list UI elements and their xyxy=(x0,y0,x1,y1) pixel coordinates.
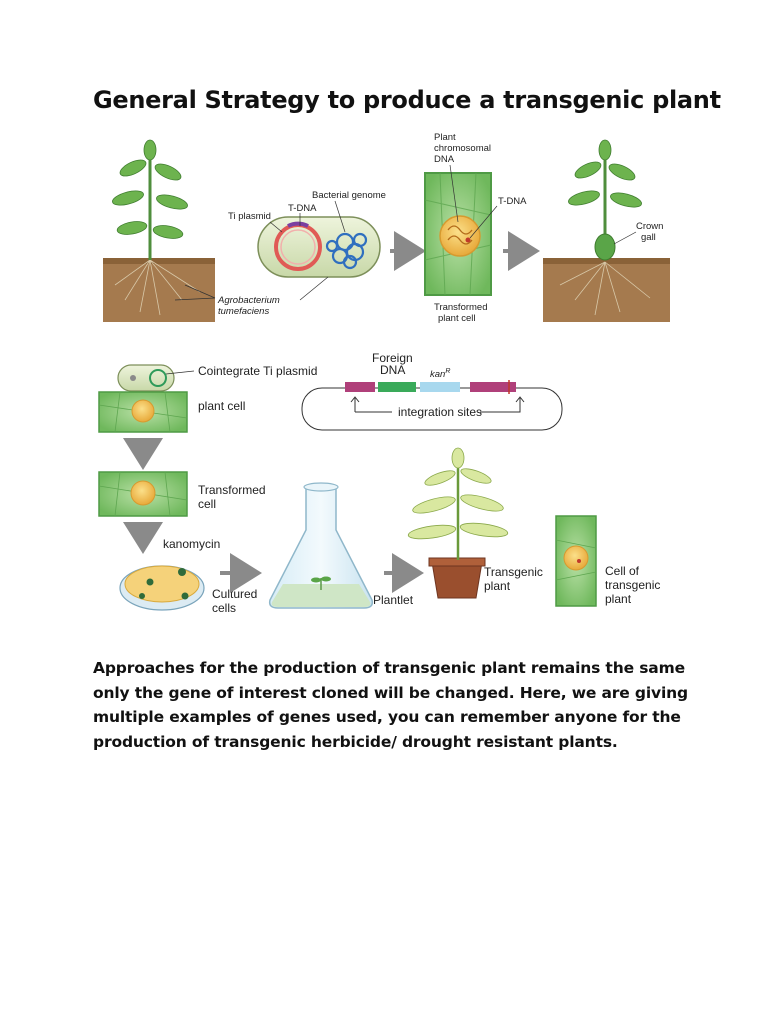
plant-with-crown-gall xyxy=(543,139,670,322)
label-foreign-dna-2: DNA xyxy=(380,363,405,377)
plant-with-soil-left xyxy=(103,139,215,322)
transformed-cell xyxy=(98,471,188,517)
label-transformed-plant-cell-1: Transformed xyxy=(434,302,488,313)
label-cointegrate: Cointegrate Ti plasmid xyxy=(198,364,317,378)
label-plant-dna-2: chromosomal xyxy=(434,143,491,154)
paragraph-line: multiple examples of genes used, you can… xyxy=(93,708,681,726)
label-crown-gall-1: Crown xyxy=(636,221,663,232)
paragraph-line: only the gene of interest cloned will be… xyxy=(93,683,688,702)
label-kan: kanR xyxy=(430,368,450,380)
label-plant-dna-3: DNA xyxy=(434,154,455,165)
label-t-dna-1: T-DNA xyxy=(288,203,317,214)
body-paragraph: Approaches for the production of transge… xyxy=(93,656,693,754)
plant-cell xyxy=(98,391,188,433)
cell-of-transgenic-plant xyxy=(555,515,597,607)
label-transformed-cell-2: cell xyxy=(198,497,216,511)
label-kanomycin: kanomycin xyxy=(163,537,220,551)
page-title: General Strategy to produce a transgenic… xyxy=(93,86,721,114)
label-transformed-plant-cell-2: plant cell xyxy=(438,313,476,324)
label-t-dna-2: T-DNA xyxy=(498,196,527,207)
label-agrobacterium-2: tumefaciens xyxy=(218,306,269,317)
label-cell-transgenic-2: transgenic xyxy=(605,578,660,592)
transgenic-potted-plant xyxy=(407,447,509,599)
petri-dish xyxy=(119,565,205,611)
paragraph-line: production of transgenic herbicide/ drou… xyxy=(93,732,618,751)
plasmid-map xyxy=(301,380,563,431)
label-plant-dna-1: Plant xyxy=(434,132,456,143)
label-transformed-cell-1: Transformed xyxy=(198,483,266,497)
label-cultured-cells-2: cells xyxy=(212,601,236,615)
label-cell-transgenic-3: plant xyxy=(605,592,632,606)
label-ti-plasmid: Ti plasmid xyxy=(228,211,271,222)
cointegrate-plasmid xyxy=(117,364,195,392)
label-agrobacterium-1: Agrobacterium xyxy=(217,295,280,306)
label-plant-cell: plant cell xyxy=(198,399,245,413)
label-foreign-dna-1: Foreign xyxy=(372,351,413,365)
agrobacterium-cell xyxy=(257,216,381,278)
label-bacterial-genome: Bacterial genome xyxy=(312,190,386,201)
paragraph-line: Approaches for the production of transge… xyxy=(93,659,685,677)
label-cultured-cells-1: Cultured xyxy=(212,587,257,601)
label-transgenic-plant-2: plant xyxy=(484,579,511,593)
transformed-plant-cell-top xyxy=(424,172,492,296)
label-cell-transgenic-1: Cell of xyxy=(605,564,640,578)
flask xyxy=(268,482,374,609)
label-crown-gall-2: gall xyxy=(641,232,656,243)
label-integration-sites: integration sites xyxy=(398,405,482,419)
bacterial-genome-icon xyxy=(325,232,368,270)
label-plantlet: Plantlet xyxy=(373,593,414,607)
label-transgenic-plant-1: Transgenic xyxy=(484,565,543,579)
